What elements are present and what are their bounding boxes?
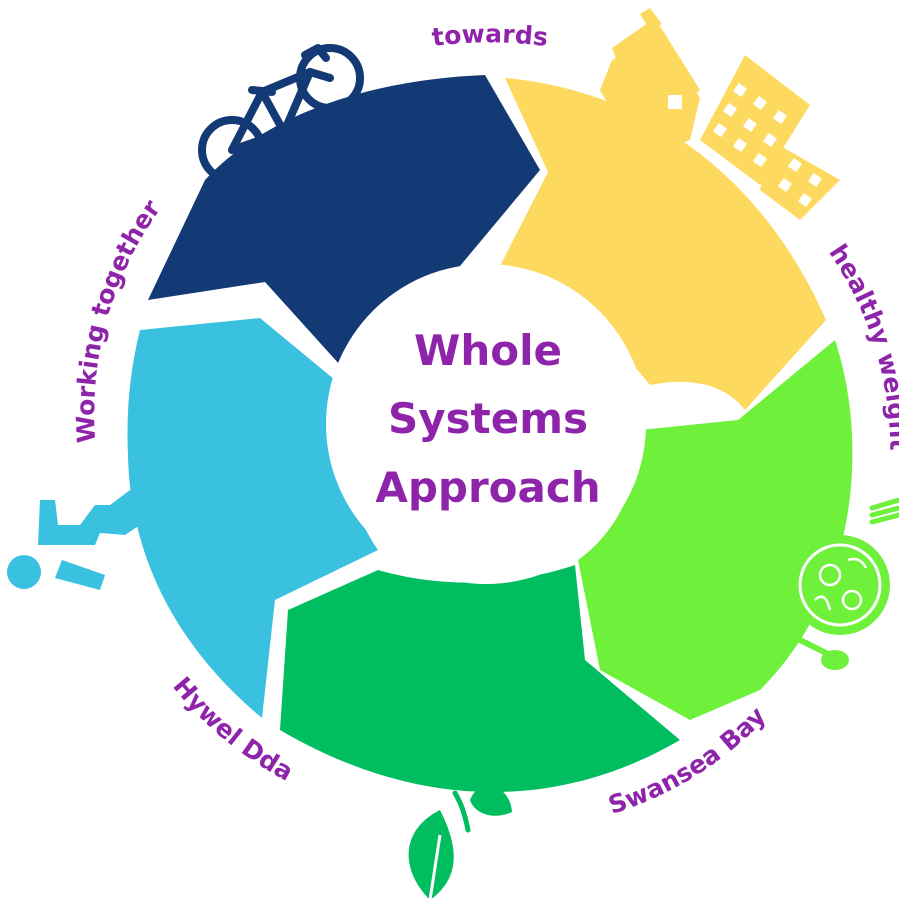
buildings-icon bbox=[600, 8, 840, 220]
building-windows bbox=[713, 83, 822, 207]
segment-sky bbox=[127, 318, 378, 718]
center-title-line-2: Systems bbox=[388, 394, 588, 443]
segment-green bbox=[280, 565, 680, 793]
label-towards: towards bbox=[430, 19, 549, 52]
food-plate-icon bbox=[787, 497, 899, 670]
person-icon bbox=[7, 490, 150, 590]
leaf-icon bbox=[408, 785, 512, 901]
segment-lime bbox=[578, 340, 853, 720]
center-title-line-3: Approach bbox=[375, 463, 600, 512]
center-circle bbox=[326, 264, 646, 584]
center-title-line-1: Whole bbox=[414, 326, 562, 375]
bicycle-icon bbox=[198, 44, 364, 184]
